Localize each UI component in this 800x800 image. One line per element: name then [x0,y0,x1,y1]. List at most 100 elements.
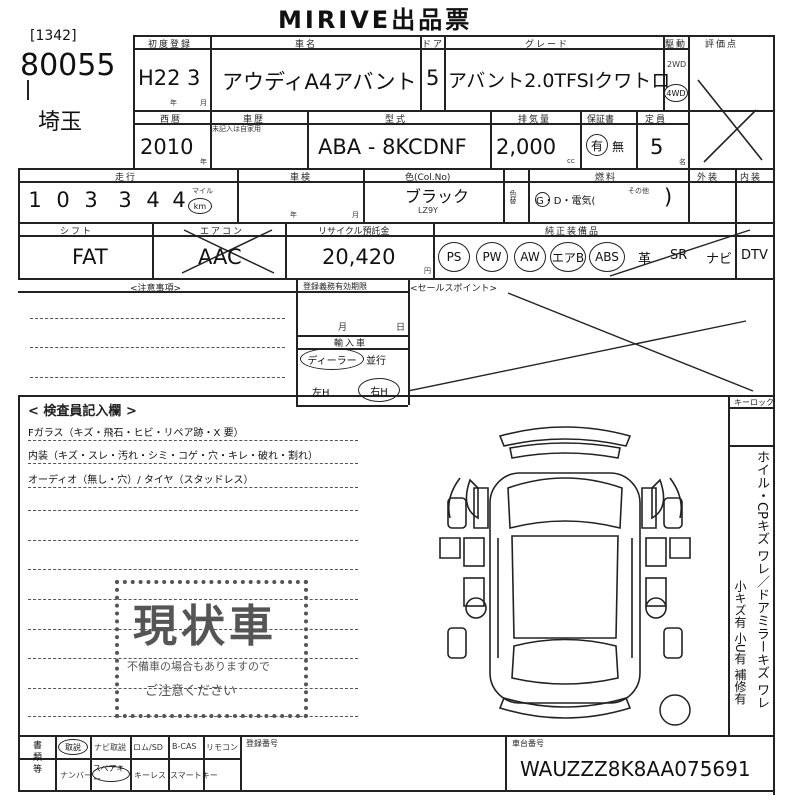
reg-expiry-month: 月 [338,323,348,333]
doc-navi-manual: ナビ取説 [94,743,126,752]
label-first-reg: 初度登録 [148,40,193,50]
doc-remote: リモコン [206,743,238,752]
inspector-note-1: Fガラス（キズ・飛石・ヒビ・リペア跡・X 要） [28,428,244,439]
import-dealer-circled: ディーラー [300,348,364,370]
inspector-note-2: 内装（キズ・スレ・汚れ・シミ・コゲ・穴・キレ・破れ・割れ） [28,451,318,462]
fuel-options: G・D・電気( [536,196,596,207]
drive-2wd: 2WD [667,60,687,69]
label-warranty: 保証書 [587,115,615,125]
reg-expiry-day: 日 [396,323,406,333]
steering-left: 左H [312,388,330,399]
sales-points-cross-mark [408,292,754,392]
equipment-pw: PW [476,242,508,272]
first-reg-month: 3 [187,66,201,90]
lot-region: 埼玉 [38,110,83,135]
inspection-year: 年 [290,211,297,219]
stamp-main: 現状車 [133,601,277,652]
label-inspector: < 検査員記入欄 > [28,404,137,419]
color-name: ブラック [405,187,470,206]
equipment-airbag: エアB [550,242,586,272]
odometer-digit: 3 [84,188,98,212]
capacity-suffix: 名 [679,158,686,166]
stamp-sub-1: 不備車の場合もありますので [127,660,270,673]
model-year-suffix: 年 [200,158,207,166]
wheel-diagram [659,694,691,726]
label-inspection: 車検 [290,173,313,183]
fuel-gas-circled [535,192,550,207]
doc-bcas: B-CAS [172,742,197,751]
label-exterior: 外装 [697,173,720,183]
mile-label: マイル [192,187,213,195]
grade-value: アバント2.0TFSIクワトロ [448,70,671,92]
odometer-digit: 1 [28,188,42,212]
side-notes-2: 小キズ有 小U有 補修有 [733,580,747,705]
side-notes: ホイル・CPキズ ワレ／ドアミラーキズ ワレ [754,450,769,710]
label-rating: 評価点 [705,40,739,50]
label-reg-number: 登録番号 [246,739,278,748]
label-history: 車歴 [243,115,266,125]
label-drive: 駆動 [665,40,688,50]
km-circled: km [188,198,212,214]
label-docs: 書類等 [31,740,41,776]
label-mileage: 走行 [115,173,138,183]
equipment-dtv: DTV [741,248,768,263]
doc-rom-sd: ロム/SD [133,743,163,752]
label-equipment: 純正装備品 [545,227,601,237]
label-shift: シフト [60,227,94,237]
doc-spare-key-circled: スペアキー [92,764,130,784]
drive-4wd-circled: 4WD [664,84,688,102]
chassis-number: WAUZZZ8K8AA075691 [520,757,751,781]
cc-unit: cc [567,157,575,165]
label-model-year: 西暦 [160,115,183,125]
year-suffix: 年 [170,99,177,107]
label-doors: ドア [422,40,445,50]
month-suffix: 月 [200,99,207,107]
odometer-digit: 0 [56,188,70,212]
odometer-digit: 4 [146,188,160,212]
aircon-cross-mark [181,229,275,274]
recycle-amount: 20,420 [322,245,396,269]
label-fuel: 燃料 [595,173,618,183]
label-keylock: キーロック [734,398,774,407]
car-name-value: アウディA4アバント [222,70,417,94]
lot-code: [1342] [30,28,77,44]
car-damage-diagram [439,426,691,719]
label-aircon: エアコン [200,227,245,237]
label-sales-points: <セールスポイント> [410,284,498,294]
condition-stamp: 現状車 不備車の場合もありますので ご注意ください [115,580,308,718]
first-reg-era-year: H22 [138,66,181,90]
fuel-other: その他 [628,187,649,195]
inspector-note-3: オーディオ（無し・穴）/ タイヤ（スタッドレス） [28,475,254,486]
equipment-navi: ナビ [706,252,733,267]
import-parallel: 並行 [366,356,386,367]
doc-plate: ナンバー [60,771,92,780]
color-rep: 色替 [509,190,517,204]
color-code: LZ9Y [418,206,438,215]
equipment-ps: PS [438,242,470,272]
capacity-value: 5 [650,135,664,159]
doc-smart-key: スマートキー [170,771,218,780]
doors-value: 5 [426,66,440,90]
stamp-sub-2: ご注意ください [145,684,237,699]
label-reg-expiry: 登録義務有効期限 [303,282,367,291]
label-chassis-no: 車台番号 [512,739,544,748]
label-color: 色(Col.No) [405,173,451,183]
label-capacity: 定員 [645,115,668,125]
equipment-aw: AW [514,242,546,272]
label-model: 型式 [385,115,408,125]
label-interior: 内装 [740,173,763,183]
odometer-digit: 4 [172,188,186,212]
model-value: ABA - 8KCDNF [318,135,467,159]
model-year-value: 2010 [140,135,194,159]
history-note: 未記入は自家用 [212,125,261,133]
steering-right-circled: 右H [358,378,400,402]
label-recycle: リサイクル預託金 [318,227,390,237]
label-import: 輸入車 [334,339,368,349]
recycle-yen: 円 [424,267,431,275]
warranty-yes-circled: 有 [586,134,608,156]
doc-keyless: キーレス [134,771,166,780]
warranty-no: 無 [612,140,625,154]
lot-number: 80055 [20,48,116,83]
label-grade: グレード [525,40,570,50]
rating-cross-mark [697,79,763,163]
